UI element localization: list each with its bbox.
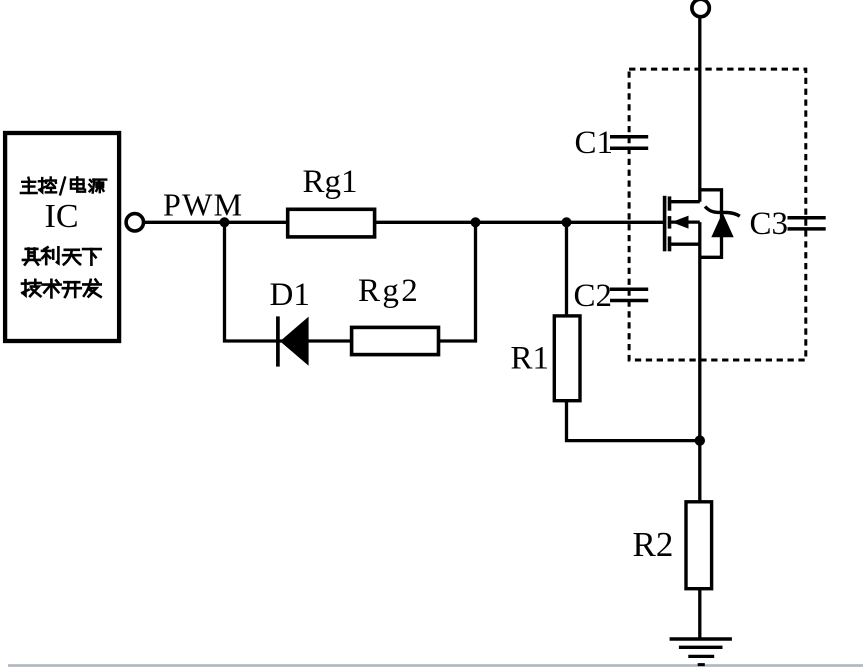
- svg-text:D1: D1: [270, 277, 310, 313]
- svg-text:C3: C3: [750, 206, 789, 242]
- svg-text:R1: R1: [511, 341, 550, 377]
- svg-text:Rg1: Rg1: [303, 164, 358, 200]
- svg-text:R2: R2: [633, 525, 674, 564]
- svg-text:PWM: PWM: [163, 187, 243, 223]
- svg-text:Rg2: Rg2: [358, 273, 420, 309]
- svg-text:IC: IC: [45, 198, 79, 235]
- svg-text:C1: C1: [575, 125, 614, 161]
- svg-text:C2: C2: [574, 278, 613, 314]
